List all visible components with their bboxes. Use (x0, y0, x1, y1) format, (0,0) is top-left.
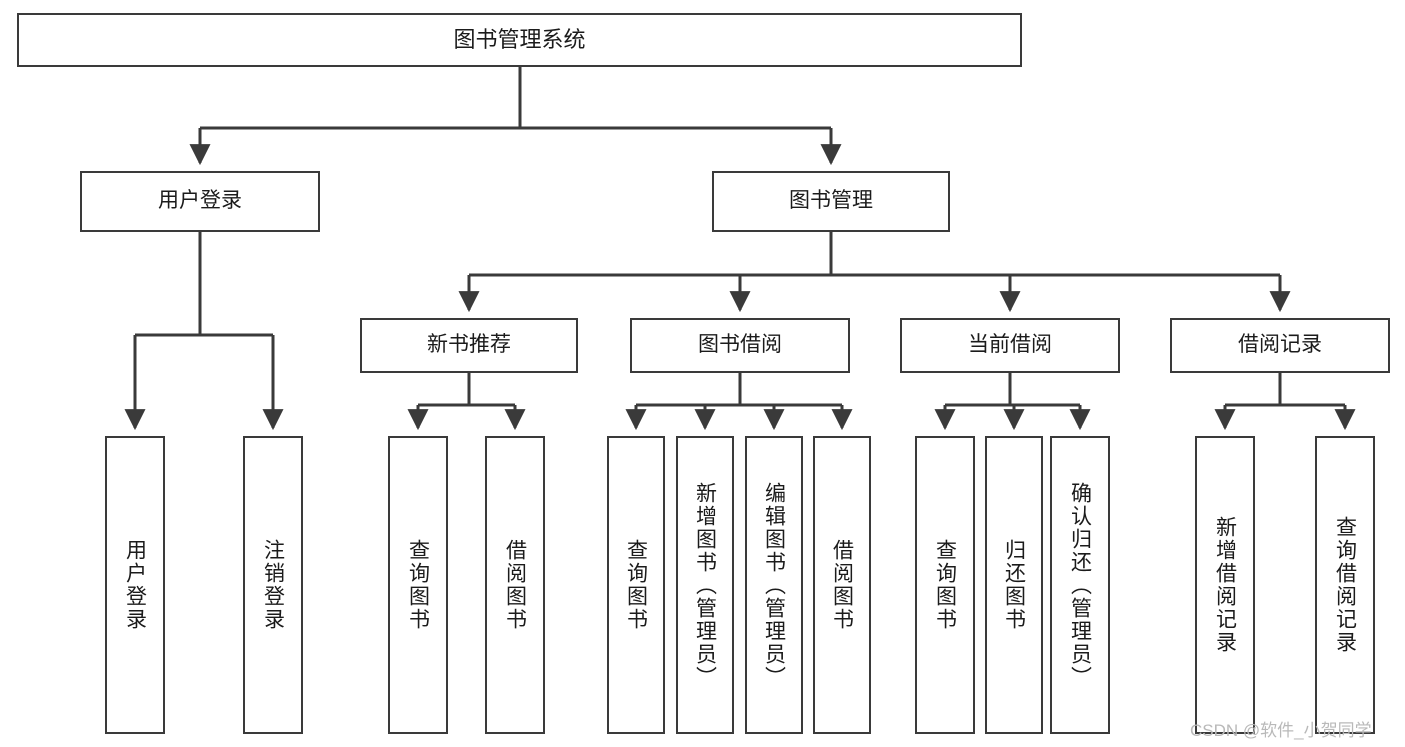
node-leaf-confirm-return-admin[interactable]: 确认归还（管理员） (1050, 436, 1110, 734)
node-new-book-recommend[interactable]: 新书推荐 (360, 318, 578, 373)
node-user-login[interactable]: 用户登录 (80, 171, 320, 232)
node-leaf-add-book-admin[interactable]: 新增图书（管理员） (676, 436, 734, 734)
node-leaf-query-borrow-record[interactable]: 查询借阅记录 (1315, 436, 1375, 734)
node-root[interactable]: 图书管理系统 (17, 13, 1022, 67)
node-current-borrow-label: 当前借阅 (968, 333, 1052, 357)
node-leaf-user-login-label: 用户登录 (123, 539, 147, 631)
node-leaf-add-book-admin-label: 新增图书（管理员） (693, 481, 717, 689)
node-leaf-return-book[interactable]: 归还图书 (985, 436, 1043, 734)
node-leaf-query-book-3[interactable]: 查询图书 (915, 436, 975, 734)
node-leaf-user-logout[interactable]: 注销登录 (243, 436, 303, 734)
node-leaf-edit-book-admin-label: 编辑图书（管理员） (762, 481, 786, 689)
node-leaf-query-book-2[interactable]: 查询图书 (607, 436, 665, 734)
node-book-borrow-label: 图书借阅 (698, 333, 782, 357)
node-leaf-user-login[interactable]: 用户登录 (105, 436, 165, 734)
node-borrow-record[interactable]: 借阅记录 (1170, 318, 1390, 373)
node-leaf-borrow-book-1-label: 借阅图书 (503, 539, 527, 631)
node-leaf-query-book-3-label: 查询图书 (933, 539, 957, 631)
node-leaf-query-borrow-record-label: 查询借阅记录 (1333, 516, 1357, 654)
node-leaf-add-borrow-record[interactable]: 新增借阅记录 (1195, 436, 1255, 734)
node-leaf-query-book-2-label: 查询图书 (624, 539, 648, 631)
node-book-manage-label: 图书管理 (789, 189, 873, 213)
node-root-label: 图书管理系统 (453, 27, 586, 53)
node-book-borrow[interactable]: 图书借阅 (630, 318, 850, 373)
node-leaf-borrow-book-2-label: 借阅图书 (830, 539, 854, 631)
node-leaf-add-borrow-record-label: 新增借阅记录 (1213, 516, 1237, 654)
node-leaf-query-book-1[interactable]: 查询图书 (388, 436, 448, 734)
node-borrow-record-label: 借阅记录 (1238, 333, 1322, 357)
node-leaf-user-logout-label: 注销登录 (261, 539, 285, 631)
node-leaf-query-book-1-label: 查询图书 (406, 539, 430, 631)
node-leaf-confirm-return-admin-label: 确认归还（管理员） (1068, 481, 1092, 689)
node-current-borrow[interactable]: 当前借阅 (900, 318, 1120, 373)
node-user-login-label: 用户登录 (158, 189, 242, 213)
node-new-book-recommend-label: 新书推荐 (427, 333, 511, 357)
node-leaf-return-book-label: 归还图书 (1002, 539, 1026, 631)
node-leaf-borrow-book-2[interactable]: 借阅图书 (813, 436, 871, 734)
node-leaf-borrow-book-1[interactable]: 借阅图书 (485, 436, 545, 734)
node-leaf-edit-book-admin[interactable]: 编辑图书（管理员） (745, 436, 803, 734)
node-book-manage[interactable]: 图书管理 (712, 171, 950, 232)
